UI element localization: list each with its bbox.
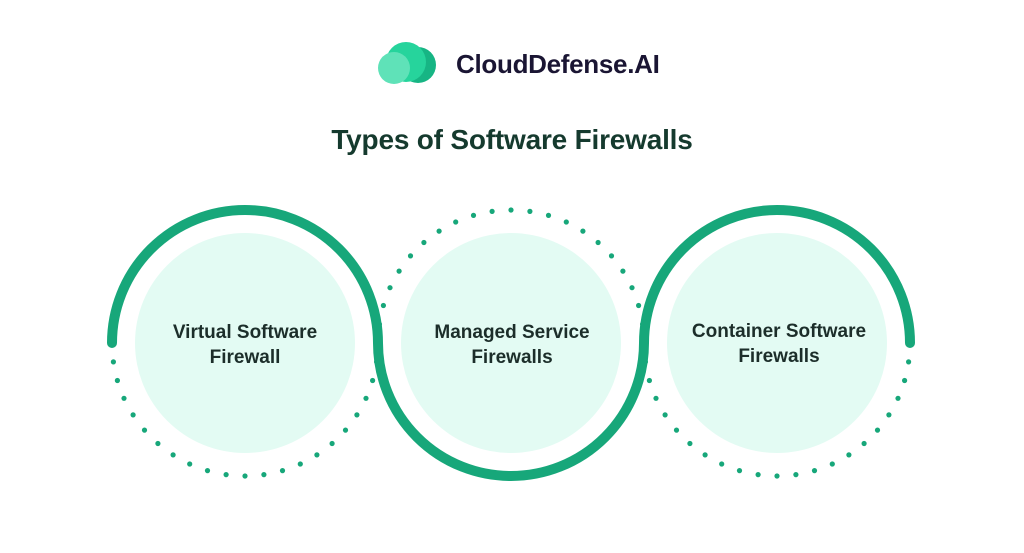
page-title: Types of Software Firewalls <box>331 124 693 155</box>
ring-dot <box>187 461 193 467</box>
type-circle <box>667 233 887 453</box>
ring-dot <box>489 208 495 214</box>
connecting-wave-line <box>107 205 915 481</box>
ring-dot <box>563 219 569 225</box>
ring-dot <box>662 412 668 418</box>
ring-dot <box>342 427 349 433</box>
ring-dot <box>297 461 303 467</box>
type-circle <box>401 233 621 453</box>
ring-dot <box>407 253 414 259</box>
ring-dot <box>829 461 835 467</box>
ring-dot <box>719 461 725 467</box>
ring-dot <box>261 472 267 478</box>
ring-dot <box>314 452 320 458</box>
ring-dot <box>453 219 459 225</box>
ring-dot <box>329 440 335 447</box>
ring-dot <box>436 228 442 234</box>
ring-dot <box>121 395 127 401</box>
ring-dot <box>811 468 818 474</box>
ring-dot <box>755 472 761 478</box>
ring-dot <box>902 377 908 384</box>
ring-dot <box>380 302 386 309</box>
ring-dot <box>846 452 852 458</box>
ring-dot <box>421 239 427 246</box>
ring-dot <box>204 468 211 474</box>
ring-dot <box>646 377 653 384</box>
ring-dot <box>141 427 148 433</box>
ring-dot <box>170 452 176 458</box>
ring-dot <box>874 427 881 433</box>
ring-dot <box>545 212 552 218</box>
ring-dot <box>279 468 286 474</box>
brand-name: CloudDefense.AI <box>456 48 660 79</box>
type-label-virtual: Virtual Software Firewall <box>145 320 345 370</box>
ring-dot <box>608 253 615 259</box>
ring-dot <box>354 412 360 418</box>
type-circle <box>135 233 355 453</box>
ring-dot <box>861 440 867 447</box>
type-label-container: Container Software Firewalls <box>677 319 881 369</box>
ring-dot <box>155 440 161 447</box>
ring-dot <box>636 302 642 309</box>
ring-dot <box>906 359 912 365</box>
ring-dot <box>629 285 635 291</box>
ring-dot <box>242 473 248 479</box>
cloud-icon <box>378 40 438 88</box>
ring-dot <box>114 377 120 384</box>
ring-dot <box>130 412 136 418</box>
ring-dot <box>370 377 376 384</box>
type-label-line2: Firewalls <box>738 346 820 367</box>
ring-dot <box>702 452 708 458</box>
type-label-line2: Firewalls <box>471 347 553 368</box>
ring-dot <box>527 208 533 214</box>
type-label-line1: Managed Service <box>434 322 590 343</box>
ring-dot <box>470 212 477 218</box>
ring-dot <box>687 440 693 447</box>
ring-dot <box>736 468 743 474</box>
type-label-line1: Virtual Software <box>172 322 318 343</box>
ring-dot <box>793 472 799 478</box>
ring-dot <box>620 268 626 274</box>
ring-dot <box>774 473 780 479</box>
ring-dot <box>387 285 393 291</box>
ring-dot <box>110 359 116 365</box>
type-label-line1: Container Software <box>691 321 867 342</box>
ring-dot <box>673 427 680 433</box>
ring-dot <box>508 207 514 213</box>
ring-dot <box>653 395 659 401</box>
ring-dot <box>363 395 369 401</box>
ring-dot <box>223 472 229 478</box>
brand-logo: CloudDefense.AI <box>378 40 660 88</box>
ring-dot <box>595 239 601 246</box>
ring-dot <box>886 412 892 418</box>
ring-dot <box>580 228 586 234</box>
type-label-managed: Managed Service Firewalls <box>412 320 612 370</box>
ring-dot <box>895 395 901 401</box>
type-label-line2: Firewall <box>209 347 281 368</box>
ring-dot <box>396 268 402 274</box>
